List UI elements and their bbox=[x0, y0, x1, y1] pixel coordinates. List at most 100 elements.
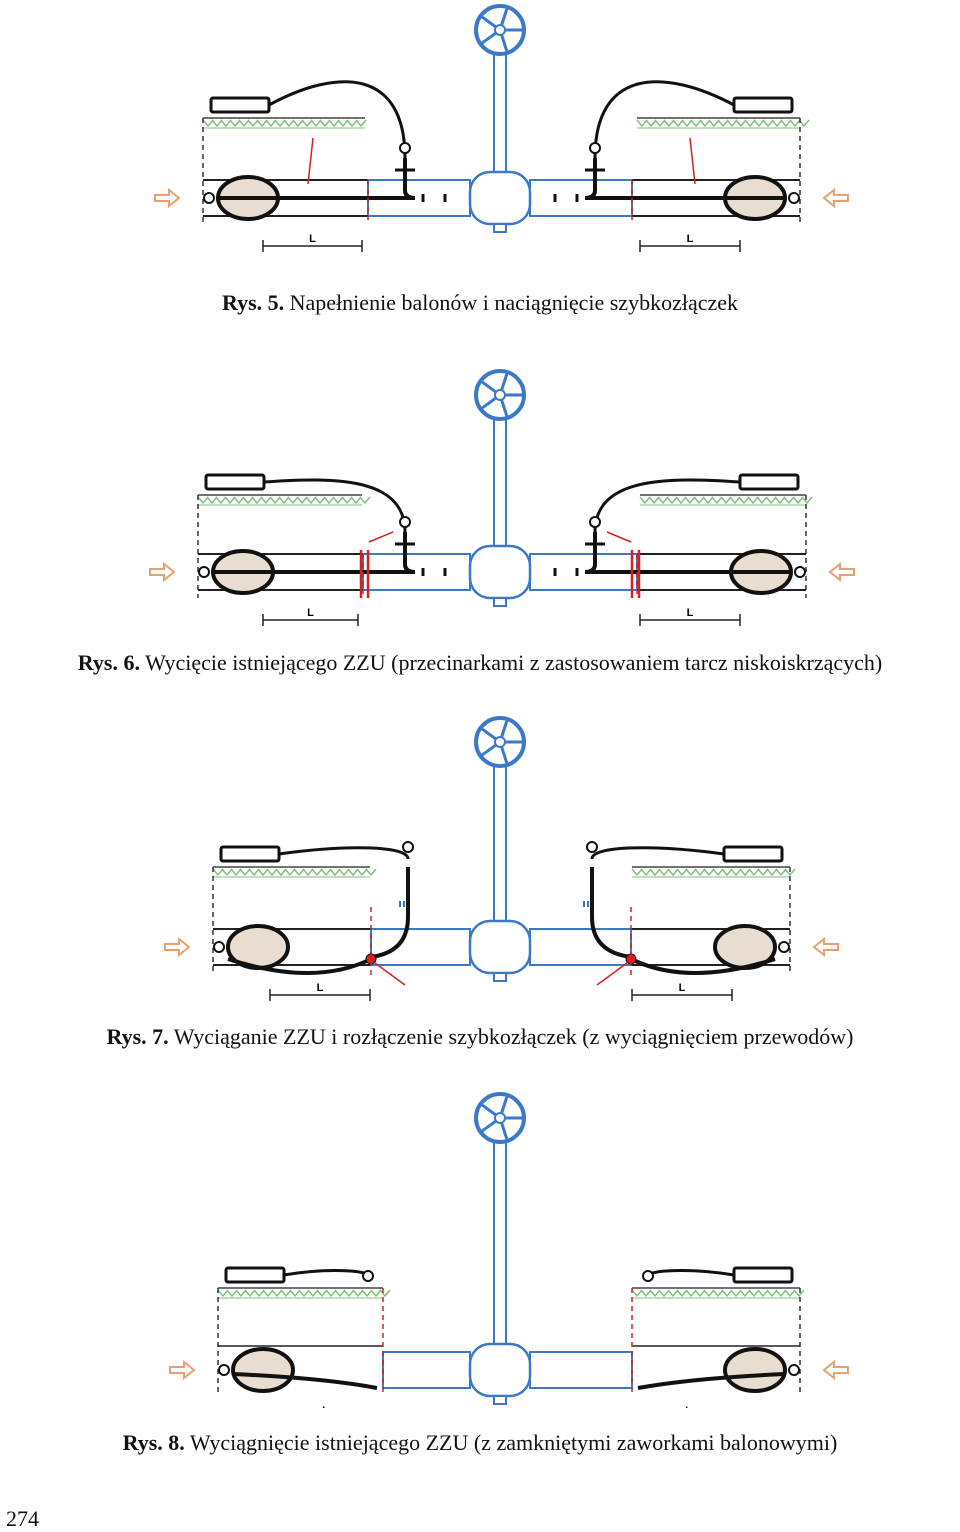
caption-text-rys6: Wycięcie istniejącego ZZU (przecinarkami… bbox=[145, 650, 883, 675]
dimension-label: L bbox=[307, 607, 314, 619]
dimension-line: L bbox=[262, 607, 359, 626]
stopper-balloon bbox=[231, 1347, 295, 1393]
dimension-label: L bbox=[687, 607, 694, 619]
caption-rys6: Rys. 6. Wycięcie istniejącego ZZU (przec… bbox=[0, 650, 960, 676]
supply-hose bbox=[590, 846, 725, 860]
pressure-gauge-icon bbox=[586, 841, 598, 853]
gas-cylinder bbox=[204, 473, 266, 491]
valve-handwheel-icon bbox=[474, 1092, 526, 1144]
pressure-gauge-icon bbox=[589, 142, 601, 154]
pointer-arrow-icon bbox=[374, 962, 406, 986]
balloon-line bbox=[584, 158, 785, 200]
dimension-line: L bbox=[639, 233, 741, 252]
ground-surface bbox=[636, 117, 810, 129]
ground-surface bbox=[217, 1287, 391, 1299]
valve-drain bbox=[493, 223, 507, 233]
valve-handwheel-icon bbox=[474, 369, 526, 421]
balloon-line bbox=[218, 158, 416, 200]
pointer-arrow-icon bbox=[307, 137, 314, 185]
pressure-gauge-icon bbox=[589, 516, 601, 528]
dimension-label: L bbox=[322, 1405, 329, 1408]
caption-label-rys7: Rys. 7. bbox=[106, 1024, 169, 1049]
dimension-line: L bbox=[322, 1405, 329, 1408]
supply-hose bbox=[283, 1269, 370, 1277]
figure-rys8: LL bbox=[0, 1088, 960, 1408]
pressure-gauge-icon bbox=[399, 142, 411, 154]
gas-cylinder bbox=[219, 845, 281, 863]
caption-text-rys5: Napełnienie balonów i naciągnięcie szybk… bbox=[289, 290, 739, 315]
tee-fitting bbox=[395, 162, 415, 172]
pressure-gauge-icon bbox=[788, 192, 800, 204]
balloon-line bbox=[213, 532, 416, 574]
pressure-gauge-icon bbox=[203, 192, 215, 204]
flow-direction-arrow-icon bbox=[154, 187, 181, 209]
pressure-gauge-icon bbox=[642, 1270, 654, 1282]
dimension-line: L bbox=[631, 982, 733, 1001]
supply-hose bbox=[278, 846, 410, 860]
tee-stub bbox=[399, 901, 405, 907]
supply-hose bbox=[268, 80, 407, 159]
pointer-arrow-icon bbox=[689, 137, 696, 185]
gas-cylinder bbox=[732, 1266, 794, 1284]
pressure-gauge-icon bbox=[788, 1364, 800, 1376]
pressure-gauge-icon bbox=[399, 516, 411, 528]
pointer-arrow-icon bbox=[606, 531, 632, 543]
ground-surface bbox=[197, 494, 371, 506]
caption-rys7: Rys. 7. Wyciąganie ZZU i rozłączenie szy… bbox=[0, 1024, 960, 1050]
gas-cylinder bbox=[224, 1266, 286, 1284]
dimension-line: L bbox=[685, 1405, 692, 1408]
caption-text-rys8: Wyciągnięcie istniejącego ZZU (z zamknię… bbox=[189, 1430, 838, 1455]
pointer-arrow-icon bbox=[368, 531, 394, 543]
dimension-label: L bbox=[317, 982, 324, 994]
balloon-line bbox=[584, 532, 791, 574]
ground-surface bbox=[639, 494, 813, 506]
dimension-line: L bbox=[639, 607, 741, 626]
valve-drain bbox=[493, 597, 507, 607]
dimension-line: L bbox=[269, 982, 371, 1001]
pressure-gauge-icon bbox=[778, 941, 790, 953]
ground-surface bbox=[631, 1287, 805, 1299]
pointer-arrow-icon bbox=[596, 962, 628, 986]
pressure-gauge-icon bbox=[218, 1364, 230, 1376]
dimension-label: L bbox=[685, 1405, 692, 1408]
flow-direction-arrow-icon bbox=[149, 561, 176, 583]
valve-body bbox=[468, 919, 532, 975]
tee-fitting bbox=[585, 162, 605, 172]
flow-direction-arrow-icon bbox=[164, 936, 191, 958]
pressure-gauge-icon bbox=[402, 841, 414, 853]
flow-direction-arrow-icon bbox=[169, 1359, 196, 1381]
gas-cylinder bbox=[738, 473, 800, 491]
caption-rys8: Rys. 8. Wyciągnięcie istniejącego ZZU (z… bbox=[0, 1430, 960, 1456]
dimension-label: L bbox=[309, 233, 316, 245]
supply-hose bbox=[593, 478, 741, 533]
tee-fitting bbox=[395, 536, 415, 546]
pressure-gauge-icon bbox=[362, 1270, 374, 1282]
valve-body bbox=[468, 544, 532, 600]
gas-cylinder bbox=[722, 845, 784, 863]
ground-surface bbox=[212, 866, 377, 878]
caption-label-rys8: Rys. 8. bbox=[122, 1430, 185, 1455]
flow-direction-arrow-icon bbox=[822, 1359, 849, 1381]
dimension-label: L bbox=[687, 233, 694, 245]
diagram-rys8: LL bbox=[169, 1092, 849, 1408]
pressure-gauge-icon bbox=[794, 566, 806, 578]
main-pipe-right bbox=[529, 1351, 633, 1389]
pressure-gauge-icon bbox=[198, 566, 210, 578]
stopper-balloon bbox=[723, 1347, 787, 1393]
caption-rys5: Rys. 5. Napełnienie balonów i naciągnięc… bbox=[0, 290, 960, 316]
valve-body bbox=[468, 170, 532, 226]
supply-hose bbox=[646, 1269, 735, 1277]
valve-drain bbox=[493, 972, 507, 982]
balloon-line bbox=[232, 1372, 378, 1390]
flow-direction-arrow-icon bbox=[828, 561, 855, 583]
caption-text-rys7: Wyciąganie ZZU i rozłączenie szybkozłącz… bbox=[173, 1024, 854, 1049]
pressure-gauge-icon bbox=[213, 941, 225, 953]
dimension-label: L bbox=[679, 982, 686, 994]
tee-stub bbox=[583, 901, 589, 907]
gas-cylinder bbox=[732, 96, 794, 114]
